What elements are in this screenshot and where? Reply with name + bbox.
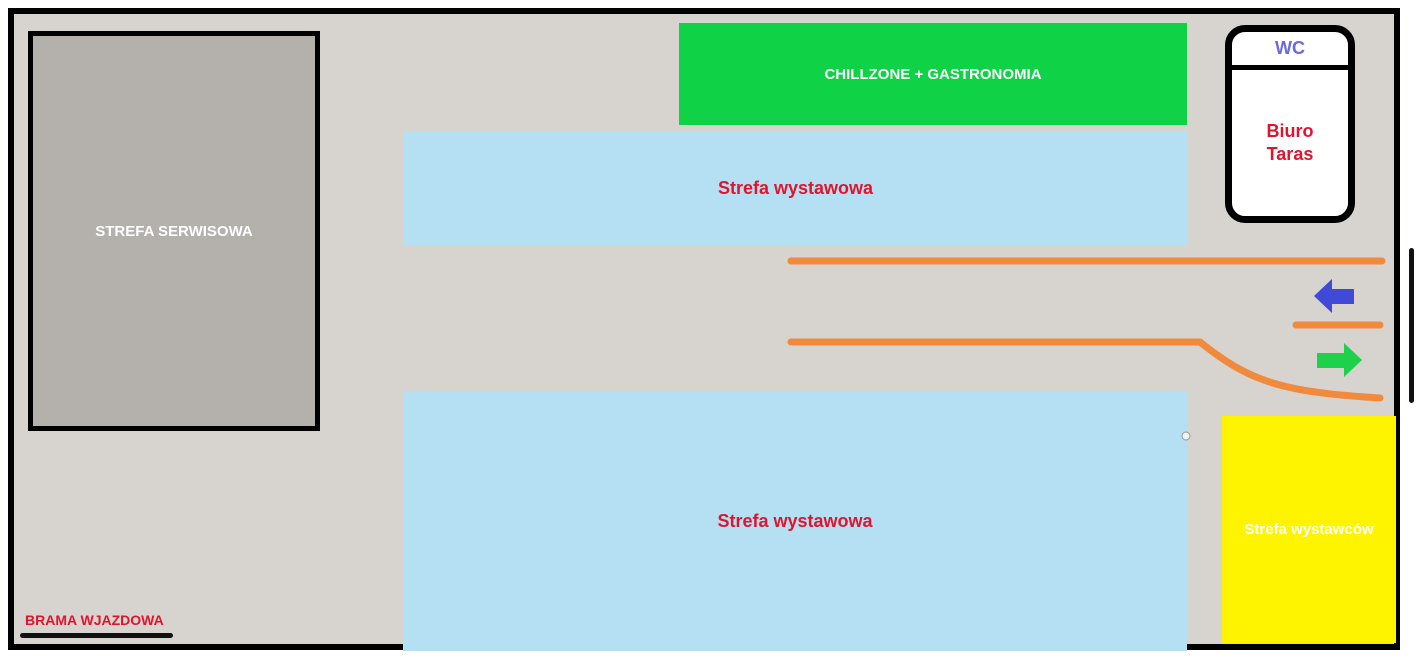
chillzone-gastronomy-zone: CHILLZONE + GASTRONOMIA bbox=[679, 23, 1187, 125]
office-terrace-section: Biuro Taras bbox=[1232, 70, 1348, 216]
service-zone-label: STREFA SERWISOWA bbox=[95, 222, 253, 240]
exhibition-zone-top: Strefa wystawowa bbox=[403, 132, 1188, 245]
exhibitors-zone-label: Strefa wystawców bbox=[1244, 521, 1374, 538]
wc-label: WC bbox=[1275, 38, 1305, 58]
marker-dot bbox=[1181, 431, 1191, 441]
entrance-gate bbox=[20, 633, 173, 638]
arrow-left-icon bbox=[1314, 279, 1354, 313]
exhibition-zone-bottom: Strefa wystawowa bbox=[403, 391, 1187, 651]
terrace-label: Taras bbox=[1266, 144, 1314, 164]
barrier-line-bottom bbox=[787, 338, 1384, 402]
venue-floor: STREFA SERWISOWA CHILLZONE + GASTRONOMIA… bbox=[8, 8, 1400, 651]
wc-section: WC bbox=[1232, 32, 1348, 70]
entrance-gate-label: BRAMA WJAZDOWA bbox=[25, 612, 164, 628]
office-label: Biuro bbox=[1266, 121, 1314, 141]
exhibition-zone-top-label: Strefa wystawowa bbox=[717, 178, 874, 198]
exhibitors-zone: Strefa wystawców bbox=[1222, 416, 1396, 643]
chillzone-label: CHILLZONE + GASTRONOMIA bbox=[824, 65, 1042, 83]
exhibition-zone-bottom-label: Strefa wystawowa bbox=[717, 510, 873, 531]
service-zone: STREFA SERWISOWA bbox=[28, 31, 320, 431]
office-building: WC Biuro Taras bbox=[1225, 25, 1355, 223]
arrow-right-icon bbox=[1317, 343, 1362, 377]
scrollbar[interactable] bbox=[1409, 248, 1414, 403]
